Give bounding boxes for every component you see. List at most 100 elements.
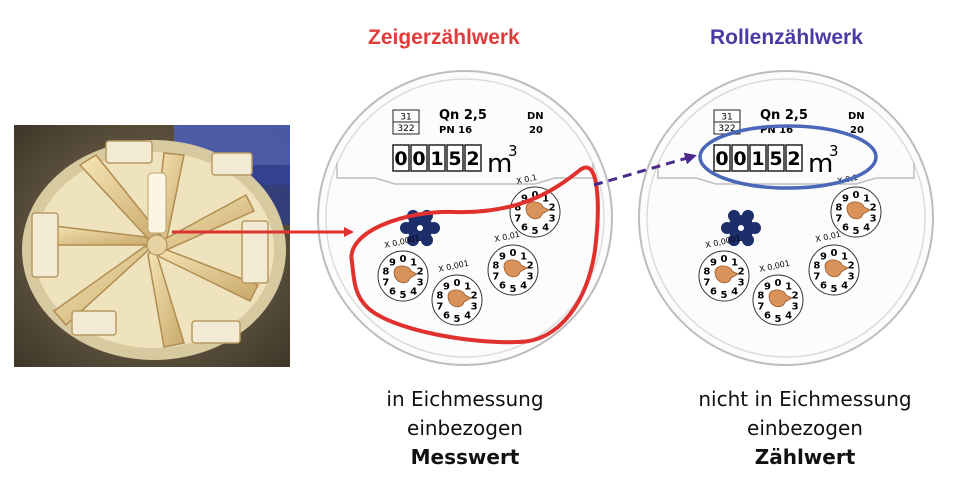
dial-number: 0 xyxy=(831,248,838,259)
dial-number: 7 xyxy=(757,302,764,313)
dial-number: 4 xyxy=(785,311,792,322)
dial-number: 5 xyxy=(775,314,782,325)
dial-number: 8 xyxy=(757,290,764,301)
dial-number: 6 xyxy=(443,311,450,322)
dial-pointer xyxy=(824,259,849,278)
digit-value: 5 xyxy=(769,148,782,170)
dial-number: 3 xyxy=(417,278,424,289)
dial-pointer xyxy=(768,289,793,308)
digit-value: 1 xyxy=(751,148,764,170)
dial-number: 8 xyxy=(492,260,499,271)
dial-number: 1 xyxy=(841,251,848,262)
caption-roller-register: nicht in Eichmessung einbezogen Zählwert xyxy=(680,385,930,472)
dial-number: 1 xyxy=(731,257,738,268)
dial-number: 1 xyxy=(542,193,549,204)
dial-number: 3 xyxy=(870,214,877,225)
dial-number: 9 xyxy=(764,281,771,292)
dial-number: 1 xyxy=(410,257,417,268)
impeller-photo xyxy=(14,125,290,367)
digit-value: 2 xyxy=(787,148,800,170)
dial-number: 6 xyxy=(521,223,528,234)
pn-label: PN 16 xyxy=(760,125,793,136)
dial-pointer xyxy=(525,201,550,220)
dn-label: DN xyxy=(527,111,544,122)
dial-pointer xyxy=(714,265,739,284)
label-box-bottom: 322 xyxy=(718,124,735,134)
dial-number: 1 xyxy=(464,281,471,292)
dial-number: 1 xyxy=(785,281,792,292)
dial-number: 4 xyxy=(520,281,527,292)
dn-label: DN xyxy=(848,111,865,122)
qn-label: Qn 2,5 xyxy=(760,108,808,123)
dial-number: 9 xyxy=(499,251,506,262)
caption-value: Zählwert xyxy=(754,445,856,469)
caption-line-1: nicht in Eichmessung xyxy=(698,387,912,411)
dial-number: 5 xyxy=(831,284,838,295)
dial-number: 3 xyxy=(471,302,478,313)
dial-pointer xyxy=(503,259,528,278)
digit-roller xyxy=(713,144,731,172)
dial-number: 0 xyxy=(454,278,461,289)
digit-value: 5 xyxy=(448,148,461,170)
digit-value: 0 xyxy=(733,148,746,170)
dial-number: 5 xyxy=(400,290,407,301)
dial-number: 7 xyxy=(813,272,820,283)
dial-number: 1 xyxy=(520,251,527,262)
dial-number: 8 xyxy=(436,290,443,301)
unit-exponent: 3 xyxy=(829,142,839,160)
dial-number: 2 xyxy=(417,266,424,277)
dial-number: 1 xyxy=(863,193,870,204)
dial-number: 8 xyxy=(514,202,521,213)
digit-roller xyxy=(410,144,428,172)
unit-label: m xyxy=(808,149,833,179)
label-box-bottom: 322 xyxy=(397,124,414,134)
dial-number: 8 xyxy=(382,266,389,277)
roller-register-outline xyxy=(698,124,878,190)
dial-number: 6 xyxy=(499,281,506,292)
dial-number: 5 xyxy=(721,290,728,301)
pointer-register-outline xyxy=(349,165,600,345)
caption-line-1: in Eichmessung xyxy=(386,387,544,411)
dial-number: 5 xyxy=(454,314,461,325)
dial-number: 9 xyxy=(521,193,528,204)
dial-number: 3 xyxy=(549,214,556,225)
digit-roller xyxy=(428,144,446,172)
digit-value: 0 xyxy=(715,148,728,170)
dial-pointer xyxy=(447,289,472,308)
dial-number: 3 xyxy=(527,272,534,283)
digit-value: 2 xyxy=(466,148,479,170)
dial-number: 5 xyxy=(532,226,539,237)
dial-number: 0 xyxy=(775,278,782,289)
qn-label: Qn 2,5 xyxy=(439,108,487,123)
caption-line-2: einbezogen xyxy=(407,416,523,440)
dial-number: 9 xyxy=(443,281,450,292)
dial-number: 6 xyxy=(764,311,771,322)
dial-pointer xyxy=(393,265,418,284)
caption-value: Messwert xyxy=(410,445,520,469)
unit-exponent: 3 xyxy=(508,142,518,160)
digit-roller xyxy=(731,144,749,172)
digit-roller xyxy=(464,144,482,172)
label-box-top: 31 xyxy=(400,113,411,123)
dial-number: 7 xyxy=(492,272,499,283)
dial-number: 7 xyxy=(436,302,443,313)
unit-label: m xyxy=(487,149,512,179)
star-wheel-icon xyxy=(400,209,440,247)
dial-number: 6 xyxy=(820,281,827,292)
dial-number: 2 xyxy=(549,202,556,213)
digit-roller xyxy=(446,144,464,172)
dial-number: 3 xyxy=(848,272,855,283)
dial-number: 7 xyxy=(835,214,842,225)
dial-number: 6 xyxy=(710,287,717,298)
dial-number: 5 xyxy=(510,284,517,295)
digit-roller xyxy=(392,144,410,172)
dial-number: 2 xyxy=(848,260,855,271)
digit-value: 0 xyxy=(412,148,425,170)
dial-number: 0 xyxy=(721,254,728,265)
